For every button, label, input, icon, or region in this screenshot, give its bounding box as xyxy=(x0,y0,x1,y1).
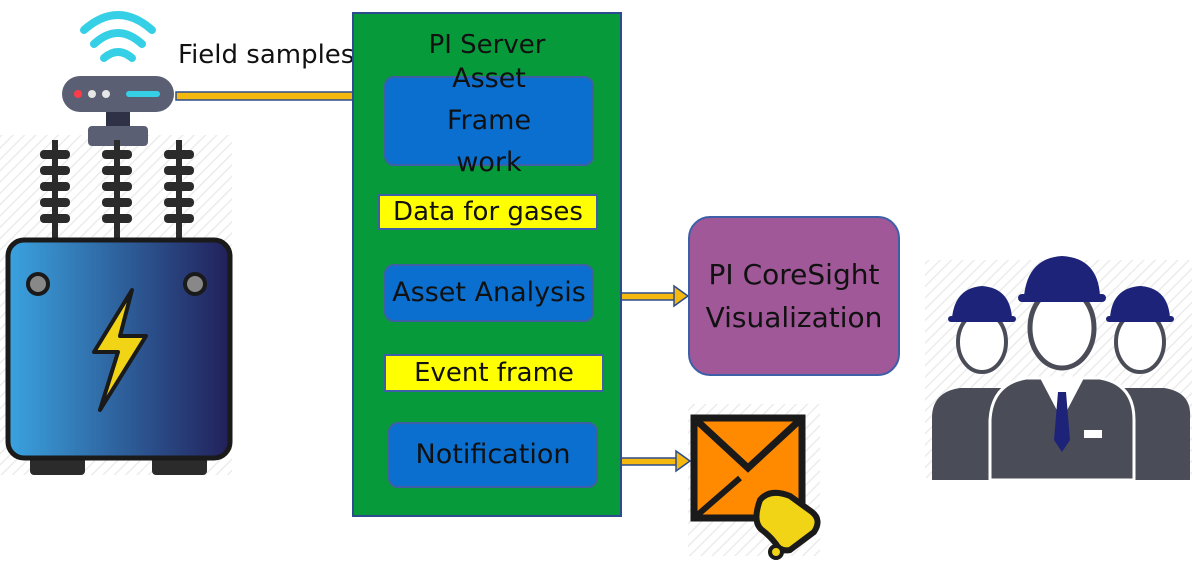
coresight-visualization-label: PI CoreSight Visualization xyxy=(705,257,883,334)
notification-label: Notification xyxy=(415,439,571,471)
pi-server-title: PI Server xyxy=(428,30,546,60)
field-samples-label: Field samples xyxy=(178,40,355,70)
asset-analysis-box: Asset Analysis xyxy=(384,264,594,322)
data-for-gases-box: Data for gases xyxy=(378,194,598,230)
coresight-visualization-box: PI CoreSight Visualization xyxy=(688,216,900,376)
asset-framework-label: Asset Frame work xyxy=(446,63,532,178)
envelope-bell-icon xyxy=(690,414,821,560)
wifi-router-icon xyxy=(62,11,174,146)
notification-box: Notification xyxy=(388,422,598,488)
asset-analysis-label: Asset Analysis xyxy=(392,277,586,309)
event-frame-label: Event frame xyxy=(414,358,574,388)
data-for-gases-label: Data for gases xyxy=(393,197,583,227)
asset-framework-box: Asset Frame work xyxy=(384,63,594,178)
transformer-icon xyxy=(5,140,233,475)
event-frame-box: Event frame xyxy=(384,354,604,392)
engineers-icon xyxy=(932,256,1191,482)
coresight-arrow xyxy=(593,284,690,308)
